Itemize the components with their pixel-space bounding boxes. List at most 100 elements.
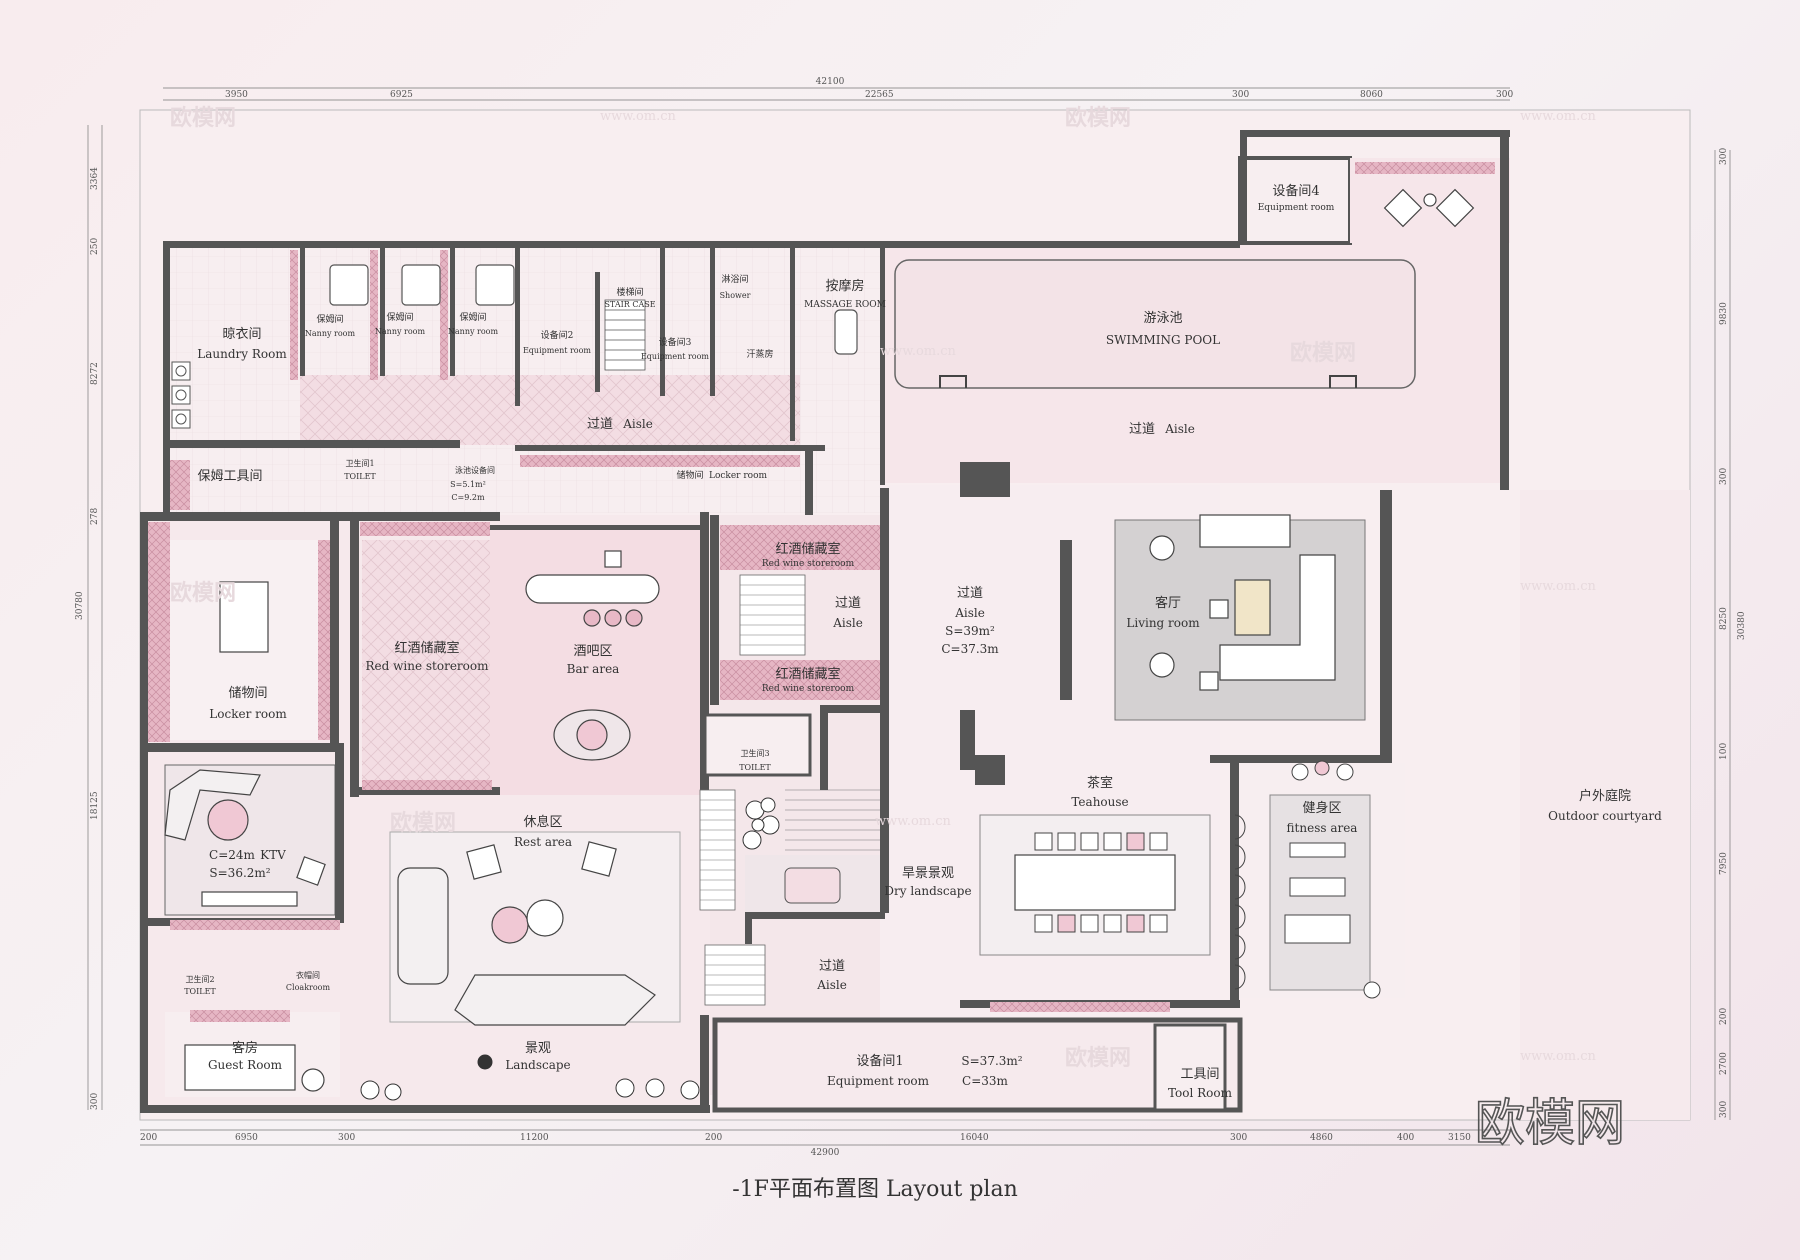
- aisle-top-right-en: Aisle: [1164, 422, 1195, 436]
- dim-right-3: 300: [1719, 468, 1729, 485]
- laundry-cn: 晾衣间: [222, 326, 261, 342]
- equipment-room-4: [1238, 156, 1352, 245]
- equipment2-cn: 设备间2: [541, 329, 574, 341]
- toilet3-en: TOILET: [739, 763, 771, 772]
- bar-en: Bar area: [567, 662, 620, 676]
- dim-bot-2: 6950: [235, 1133, 258, 1143]
- locker-table: [219, 581, 269, 653]
- guest-bed: [184, 1044, 296, 1091]
- dim-top-2: 6925: [390, 90, 413, 100]
- tea-table: [1014, 854, 1176, 911]
- toilet1-en: TOILET: [344, 472, 376, 481]
- dim-top-5: 8060: [1360, 90, 1383, 100]
- staircase-upper: [604, 299, 646, 371]
- dim-right-2: 9830: [1719, 302, 1729, 325]
- dimensions: 42100 3950 6925 22565 300 8060 300 42900…: [75, 77, 1747, 1158]
- wine-mid-top: [720, 525, 885, 570]
- stair-en: STAIR CASE: [604, 300, 655, 309]
- massage-en: MASSAGE ROOM: [804, 300, 886, 310]
- ktv-area: S=36.2m²: [209, 866, 270, 880]
- wine-left-en: Red wine storeroom: [366, 659, 490, 673]
- rest-en: Rest area: [514, 835, 572, 849]
- drawing-title: -1F平面布置图 Layout plan: [732, 1177, 1018, 1202]
- wine-top-cn: 红酒储藏室: [775, 541, 840, 557]
- bar-cn: 酒吧区: [573, 644, 612, 659]
- watermark-url-4: www.om.cn: [875, 814, 952, 829]
- dim-top-3: 22565: [865, 90, 894, 100]
- dim-bot-1: 200: [140, 1133, 157, 1143]
- ktv-label: KTV: [260, 848, 286, 862]
- dim-left-total: 30780: [75, 591, 85, 620]
- watermark-url-3: www.om.cn: [880, 344, 957, 359]
- aisle-top-floor: [300, 375, 800, 445]
- locker-left-cn: 储物间: [228, 686, 267, 701]
- dim-right-total: 30380: [1737, 611, 1747, 640]
- dim-bot-7: 300: [1230, 1133, 1247, 1143]
- equipment4-cn: 设备间4: [1272, 183, 1319, 199]
- shower-cn: 淋浴间: [721, 273, 748, 285]
- pool-equip-cn: 泳池设备间: [455, 465, 495, 475]
- equipment-room-1: [712, 1017, 1243, 1113]
- rest-cn: 休息区: [523, 814, 562, 830]
- stair-cn: 楼梯间: [616, 286, 643, 298]
- dry-plants: [742, 797, 780, 850]
- wine-left-cn: 红酒储藏室: [394, 640, 459, 656]
- room-labels: 设备间4 Equipment room 晾衣间 Laundry Room 保姆间…: [184, 183, 1662, 1100]
- outdoor-cn: 户外庭院: [1579, 788, 1631, 804]
- dim-bot-4: 11200: [520, 1133, 549, 1143]
- dim-left-3: 8272: [90, 362, 100, 385]
- guest-en: Guest Room: [208, 1058, 283, 1072]
- watermark-url-6: www.om.cn: [1520, 1049, 1597, 1064]
- dim-left-5: 18125: [90, 791, 100, 820]
- aisle-top-left-cn: 过道: [587, 417, 613, 432]
- living-cn: 客厅: [1155, 595, 1181, 611]
- fitness-cn: 健身区: [1302, 800, 1341, 816]
- nanny3-en: Nanny room: [448, 327, 499, 336]
- pool-en: SWIMMING POOL: [1106, 333, 1220, 347]
- dim-right-7: 200: [1719, 1008, 1729, 1025]
- tea-chairs: [1034, 832, 1168, 933]
- west-partitions-pink: [148, 522, 492, 1022]
- equipment1-en: Equipment room: [827, 1074, 930, 1088]
- watermark-4: 欧模网: [170, 580, 236, 606]
- watermarks: 欧模网 www.om.cn 欧模网 www.om.cn 欧模网 www.om.c…: [170, 105, 1597, 1071]
- bar-counter: [525, 574, 660, 604]
- west-furniture: [164, 550, 660, 1092]
- dry-cn: 旱景景观: [902, 866, 954, 881]
- locker-top-cn: 储物间: [676, 469, 703, 481]
- rest-sofa-left: [397, 867, 449, 985]
- tool-room: [1153, 1023, 1227, 1112]
- beds: [329, 264, 858, 355]
- equipment3-cn: 设备间3: [659, 336, 692, 348]
- wine-top-en: Red wine storeroom: [762, 559, 855, 569]
- nanny3-cn: 保姆间: [459, 311, 486, 323]
- cloak-cn: 衣帽间: [296, 970, 320, 980]
- locker-top-en: Locker room: [709, 471, 768, 481]
- dry-en: Dry landscape: [884, 884, 971, 898]
- watermark-1: 欧模网: [170, 105, 236, 131]
- ktv-perim: C=24m: [209, 848, 256, 862]
- toilet-3-room: [703, 713, 812, 777]
- pool-cn: 游泳池: [1143, 311, 1182, 326]
- dim-left-1: 3364: [90, 167, 100, 190]
- landscape-en: Landscape: [505, 1058, 570, 1072]
- pool-equip-area: S=5.1m²: [450, 480, 486, 489]
- aisle-mid-en: Aisle: [832, 616, 863, 630]
- landscape-shrubs: [360, 1054, 700, 1101]
- toilet2-en: TOILET: [184, 987, 216, 996]
- watermark-url-5: www.om.cn: [1520, 579, 1597, 594]
- teahouse-en: Teahouse: [1071, 795, 1128, 809]
- fitness-arches: [1234, 814, 1246, 990]
- aisle-main-cn: 过道: [957, 586, 983, 601]
- laundry-en: Laundry Room: [197, 347, 287, 361]
- living-furniture: [1149, 514, 1336, 691]
- landscape-cn: 景观: [525, 1041, 551, 1056]
- brand-logo: 欧模网: [1475, 1094, 1625, 1152]
- upper-walls: [163, 130, 1510, 525]
- nanny1-cn: 保姆间: [316, 313, 343, 325]
- equipment3-en: Equipment room: [641, 352, 709, 361]
- cloak-en: Cloakroom: [286, 983, 331, 992]
- wine-mid-bottom: [720, 660, 885, 700]
- west-walls: [140, 512, 710, 1113]
- massage-cn: 按摩房: [825, 278, 864, 294]
